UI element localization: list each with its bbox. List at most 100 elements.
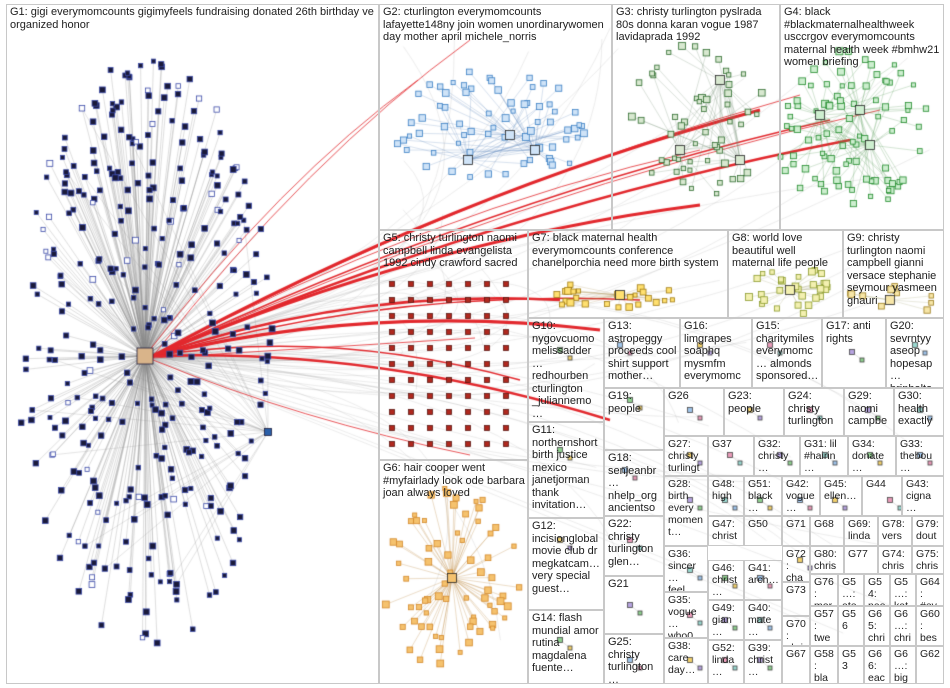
group-G20-label: G20: sevrntyy aseop hopesap… brinbalta… [887, 319, 943, 388]
group-G71-label: G71 [783, 517, 809, 530]
group-G78-label: G78: vers… [879, 517, 911, 546]
group-G65-label: G65: chri… [865, 607, 889, 646]
group-G67: G67 [782, 646, 810, 684]
group-G9-label: G9: christy turlington naomi campbell gi… [844, 231, 943, 307]
group-G48: G48: high [708, 476, 744, 516]
group-G50-label: G50 [745, 517, 781, 530]
group-G75-label: G75: chris… [913, 547, 943, 574]
group-G48-label: G48: high [709, 477, 743, 502]
group-G68: G68 [810, 516, 844, 546]
group-G39-label: G39: christ… [745, 641, 781, 678]
group-G2-label: G2: cturlington everymomcounts lafayette… [380, 5, 611, 44]
group-G32-label: G32: christy… [755, 437, 799, 474]
group-G49-label: G49: gian… [709, 601, 743, 638]
group-G13: G13: astropeggy proceeds cool shirt supp… [604, 318, 680, 388]
group-G12: G12: incisionglobal movie club dr megkat… [528, 518, 604, 610]
group-G51-label: G51: black… [745, 477, 781, 514]
group-G5x: G5…: ate… [838, 574, 864, 606]
group-G69-label: G69: linda… [845, 517, 877, 546]
group-G47-label: G47: christ… [709, 517, 743, 546]
group-G6y: G6…: big [890, 646, 916, 684]
group-G35-label: G35: vogue… who0… [665, 593, 707, 638]
group-G1: G1: gigi everymomcounts gigimyfeels fund… [6, 4, 379, 684]
group-G71: G71 [782, 516, 810, 546]
group-G56-label: G56 [839, 607, 863, 632]
group-G10: G10: nygovcuomo melissadder… redhourben … [528, 318, 604, 422]
group-G57-label: G57: twe… [811, 607, 837, 646]
group-G16-label: G16: limgrapes soaphq mysmfm everymomc… [681, 319, 751, 388]
group-G24-label: G24: christy turlington… [785, 389, 843, 436]
group-G24: G24: christy turlington… [784, 388, 844, 436]
group-G35: G35: vogue… who0… [664, 592, 708, 638]
group-G7-label: G7: black maternal health everymomcounts… [529, 231, 727, 270]
group-G3-label: G3: christy turlington pyslrada 80s donn… [613, 5, 779, 44]
group-G38: G38: care day… [664, 638, 708, 684]
group-G77: G77 [844, 546, 878, 574]
group-G10-label: G10: nygovcuomo melissadder… redhourben … [529, 319, 603, 422]
group-G5x-label: G5…: ate… [839, 575, 863, 606]
group-G14-label: G14: flash mundial amor rutina magdalena… [529, 611, 603, 675]
group-G58-label: G58: bla… [811, 647, 837, 684]
group-G30-label: G30: health exactly… [895, 389, 943, 436]
group-G37: G37 [708, 436, 754, 476]
group-G25: G25: christy turlington… [604, 634, 664, 684]
group-G31: G31: lil #hairin… [800, 436, 848, 476]
group-G41-label: G41: arch… [745, 561, 781, 586]
group-G72: G72: cha… [782, 546, 810, 582]
group-G74-label: G74: chris… [879, 547, 911, 574]
group-G17-label: G17: anti rights [823, 319, 885, 345]
group-G67-label: G67 [783, 647, 809, 660]
group-G7: G7: black maternal health everymomcounts… [528, 230, 728, 318]
group-G27: G27: christy turlingt… [664, 436, 708, 476]
group-G66-label: G66: eac… [865, 647, 889, 684]
group-G36: G36: sincer… feel… [664, 546, 708, 592]
group-G40: G40: mate… [744, 600, 782, 640]
group-G15-label: G15: charitymiles everymomc… almonds spo… [753, 319, 821, 383]
group-G54-label: G54: nao… [865, 575, 889, 606]
group-G21: G21 [604, 576, 664, 634]
group-G39: G39: christ… [744, 640, 782, 684]
group-G44-label: G44 [863, 477, 901, 490]
group-G11-label: G11: northernshort birth justice mexico … [529, 423, 603, 512]
group-G51: G51: black… [744, 476, 782, 516]
group-G20: G20: sevrntyy aseop hopesap… brinbalta… [886, 318, 944, 388]
group-G60: G60: bes… [916, 606, 944, 646]
group-G13-label: G13: astropeggy proceeds cool shirt supp… [605, 319, 679, 383]
group-G47: G47: christ… [708, 516, 744, 546]
group-G36-label: G36: sincer… feel… [665, 547, 707, 592]
group-G30: G30: health exactly… [894, 388, 944, 436]
group-G76: G76: mor… [810, 574, 838, 606]
group-G78: G78: vers… [878, 516, 912, 546]
group-G29: G29: naomi campbe… [844, 388, 894, 436]
group-G15: G15: charitymiles everymomc… almonds spo… [752, 318, 822, 388]
group-G4: G4: black #blackmaternalhealthweek usccr… [780, 4, 944, 230]
group-G60-label: G60: bes… [917, 607, 943, 646]
group-G41: G41: arch… [744, 560, 782, 600]
group-G3: G3: christy turlington pyslrada 80s donn… [612, 4, 780, 230]
group-G75: G75: chris… [912, 546, 944, 574]
group-G56: G56 [838, 606, 864, 646]
group-G23-label: G23: people [725, 389, 783, 415]
group-G54: G54: nao… [864, 574, 890, 606]
group-G40-label: G40: mate… [745, 601, 781, 638]
group-G62: G62 [916, 646, 944, 684]
group-G23: G23: people [724, 388, 784, 436]
group-G18: G18: senjeanbr… nhelp_org ancientso… [604, 450, 664, 516]
group-G80-label: G80: chris… [811, 547, 843, 574]
group-G8: G8: world love beautiful well maternal l… [728, 230, 843, 318]
group-G5-label: G5: christy turlington naomi campbell li… [380, 231, 527, 270]
group-G46: G46: christ… [708, 560, 744, 600]
group-G16: G16: limgrapes soaphq mysmfm everymomc… [680, 318, 752, 388]
group-G18-label: G18: senjeanbr… nhelp_org ancientso… [605, 451, 663, 516]
group-G74: G74: chris… [878, 546, 912, 574]
group-G53: G53 [838, 646, 864, 684]
group-G68-label: G68 [811, 517, 843, 530]
group-G12-label: G12: incisionglobal movie club dr megkat… [529, 519, 603, 595]
group-G72-label: G72: cha… [783, 547, 809, 582]
group-G42-label: G42: vogue… [783, 477, 819, 514]
group-G19: G19: people [604, 388, 664, 450]
group-G28-label: G28: birth every moment… [665, 477, 707, 538]
group-G6x-label: G6…: chri… [891, 607, 915, 646]
group-G14: G14: flash mundial amor rutina magdalena… [528, 610, 604, 684]
group-G5y-label: G5…: kat… [891, 575, 915, 606]
